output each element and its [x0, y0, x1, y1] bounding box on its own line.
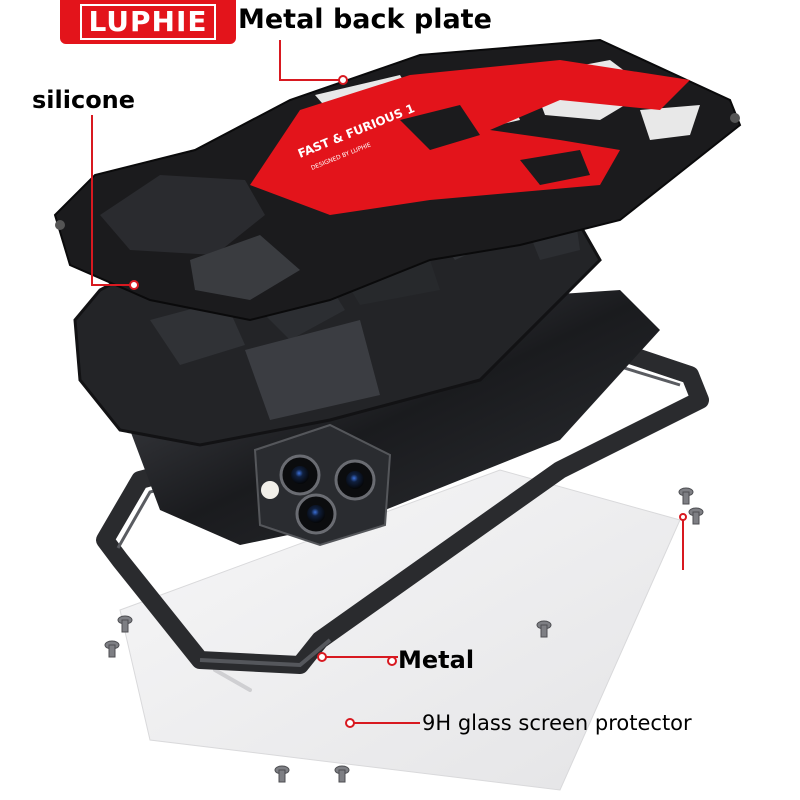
label-silicone: silicone [32, 86, 136, 114]
luphie-logo: LUPHIE [60, 0, 236, 44]
screw [104, 640, 120, 658]
screw [536, 620, 552, 638]
screw [678, 487, 694, 505]
label-metal: Metal [398, 646, 475, 674]
glass-screen-protector [119, 469, 681, 791]
phone [130, 290, 660, 547]
screw [274, 765, 290, 783]
screw [117, 615, 133, 633]
label-glass-screen-protector: 9H glass screen protector [422, 711, 692, 735]
screw [688, 507, 704, 525]
pointer-lines [91, 40, 687, 728]
metal-back-plate [53, 38, 742, 322]
label-metal-back-plate: Metal back plate [238, 4, 492, 35]
screws [104, 487, 704, 783]
logo-text: LUPHIE [80, 4, 216, 40]
screw [334, 765, 350, 783]
